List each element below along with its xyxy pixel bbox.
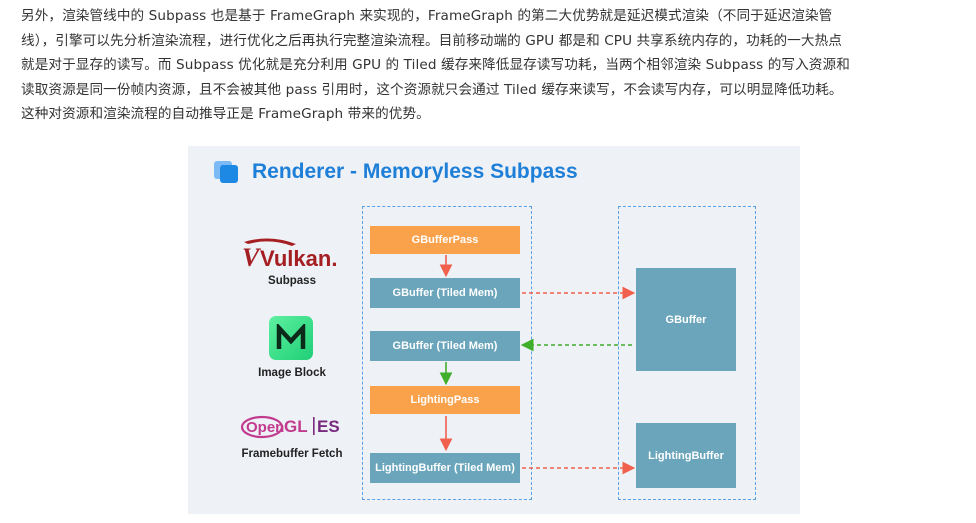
vulkan-wordmark: Vulkan. xyxy=(260,246,337,271)
image-block-logo xyxy=(269,316,313,360)
paragraph-line: 这种对资源和渲染流程的自动推导正是 FrameGraph 带来的优势。 xyxy=(21,106,430,123)
article-paragraph: 另外，渲染管线中的 Subpass 也是基于 FrameGraph 来实现的，F… xyxy=(21,4,971,127)
flow-arrows xyxy=(439,255,636,475)
opengl-es-logo: Open GL ES xyxy=(240,415,340,439)
vulkan-logo: V Vulkan. xyxy=(242,238,337,272)
title-squares-icon xyxy=(214,161,240,183)
gbuffer-tiled-box: GBuffer (Tiled Mem) xyxy=(370,278,520,308)
framebuffer-fetch-label: Framebuffer Fetch xyxy=(241,448,343,460)
gbuffer-resource-box: GBuffer xyxy=(636,268,736,371)
memory-group xyxy=(618,206,756,500)
gbuffer-pass-box: GBufferPass xyxy=(370,226,520,254)
opengl-wordmark-es: ES xyxy=(317,417,340,436)
figure-title: Renderer - Memoryless Subpass xyxy=(252,160,578,183)
paragraph-line: 另外，渲染管线中的 Subpass 也是基于 FrameGraph 来实现的，F… xyxy=(21,8,833,24)
paragraph-line: 读取资源是同一份帧内资源，且不会被其他 pass 引用时，这个资源就只会通过 T… xyxy=(21,81,843,98)
paragraph-line: 就是对于显存的读写。而 Subpass 优化就是充分利用 GPU 的 Tiled… xyxy=(21,57,850,74)
image-block-label: Image Block xyxy=(258,367,326,379)
memoryless-subpass-figure: Renderer - Memoryless Subpass V Vulkan. … xyxy=(188,146,800,514)
image-block-m-icon xyxy=(276,324,306,349)
paragraph-line: 线），引擎可以先分析渲染流程，进行优化之后再执行完整渲染流程。目前移动端的 GP… xyxy=(21,32,842,49)
lightingbuffer-resource-box: LightingBuffer xyxy=(636,423,736,488)
vulkan-label: Subpass xyxy=(268,275,316,287)
lightingbuffer-tiled-box: LightingBuffer (Tiled Mem) xyxy=(370,453,520,483)
opengl-wordmark-gl: GL xyxy=(284,417,308,436)
gbuffer-tiled-box: GBuffer (Tiled Mem) xyxy=(370,331,520,361)
lighting-pass-box: LightingPass xyxy=(370,386,520,414)
svg-text:V: V xyxy=(242,243,262,272)
figure-title-row: Renderer - Memoryless Subpass xyxy=(214,160,578,184)
subpass-group xyxy=(362,206,532,500)
opengl-wordmark-open: Open xyxy=(246,419,284,436)
